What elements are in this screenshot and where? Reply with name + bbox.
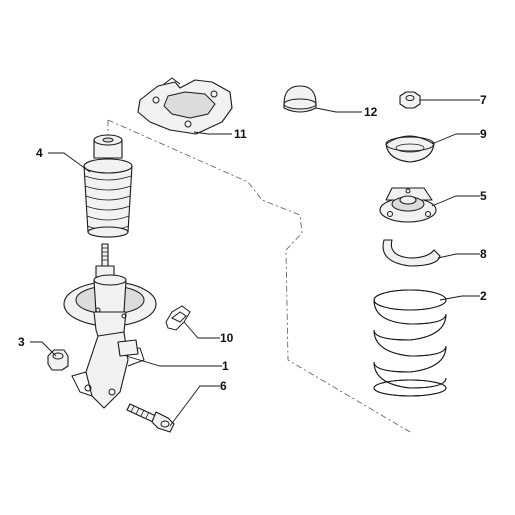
leader-4 — [48, 152, 91, 173]
leader-6 — [169, 385, 220, 427]
leader-10 — [183, 321, 220, 339]
strut-nut-part — [47, 349, 69, 371]
leader-9 — [431, 133, 480, 145]
leader-12 — [315, 107, 362, 113]
callout-12: 12 — [364, 105, 378, 119]
callout-1: 1 — [222, 359, 229, 373]
upper-mount-plate-part — [137, 77, 233, 135]
callout-2: 2 — [480, 289, 487, 303]
bolt-part — [126, 403, 175, 433]
callout-5: 5 — [480, 189, 487, 203]
callout-11: 11 — [234, 127, 247, 141]
spring-seat-insulator-part — [382, 239, 441, 267]
leader-1 — [125, 355, 222, 367]
leader-11 — [193, 131, 232, 135]
leader-3 — [30, 341, 57, 357]
coil-spring-part — [373, 289, 447, 397]
dust-cap-part — [283, 85, 317, 113]
nut-part — [399, 91, 421, 109]
assembly-guide-lines — [107, 119, 411, 433]
dust-cover-cup-part — [385, 135, 435, 163]
callout-6: 6 — [220, 379, 227, 393]
callout-leaders — [30, 99, 480, 427]
callout-4: 4 — [36, 146, 43, 160]
leader-2 — [439, 295, 480, 301]
bump-stop-boot-part — [83, 134, 133, 238]
callout-labels: 1 2 3 4 5 6 7 8 9 10 11 12 — [18, 93, 487, 393]
callout-7: 7 — [480, 93, 487, 107]
leader-8 — [437, 253, 480, 259]
callout-10: 10 — [220, 331, 234, 345]
callout-9: 9 — [480, 127, 487, 141]
callout-3: 3 — [18, 335, 25, 349]
leader-5 — [431, 195, 480, 207]
callout-8: 8 — [480, 247, 487, 261]
top-mount-bearing-part — [379, 187, 437, 223]
retaining-clip-part — [165, 305, 191, 331]
strut-shock-absorber-part — [63, 243, 157, 409]
